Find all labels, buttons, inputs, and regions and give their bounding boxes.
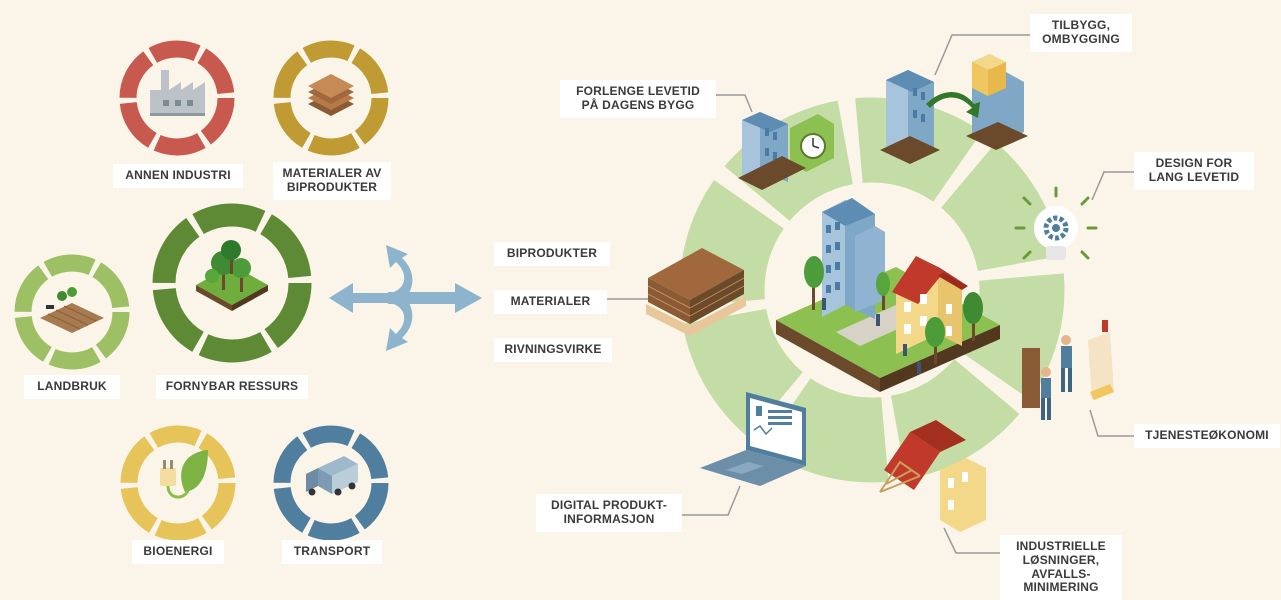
cycle-landbruk bbox=[14, 254, 130, 370]
label-biprodukter-text: BIPRODUKTER bbox=[506, 246, 598, 260]
leader-lines bbox=[680, 34, 1134, 554]
laptop-icon bbox=[700, 392, 806, 486]
label-materialer-av-biprodukter-line2: BIPRODUKTER bbox=[286, 179, 378, 194]
label-design-line1: DESIGN FOR bbox=[1155, 156, 1233, 170]
plug-leaf-icon bbox=[160, 450, 208, 499]
circular-ring bbox=[679, 97, 1065, 483]
label-landbruk: LANDBRUK bbox=[24, 375, 120, 399]
label-forlenge-levetid: FORLENGE LEVETID PÅ DAGENS BYGG bbox=[560, 80, 716, 118]
label-annen-industri: ANNEN INDUSTRI bbox=[113, 164, 243, 188]
label-industrielle-line3: AVFALLS- bbox=[1031, 566, 1091, 581]
cycle-annen-industri bbox=[119, 40, 235, 156]
factory-icon bbox=[150, 70, 205, 116]
label-landbruk-text: LANDBRUK bbox=[37, 379, 107, 393]
label-forlenge-line2: PÅ DAGENS BYGG bbox=[581, 97, 695, 112]
cycle-materialer-av-biprodukter bbox=[273, 40, 389, 156]
label-industrielle-losninger: INDUSTRIELLE LØSNINGER, AVFALLS- MINIMER… bbox=[1000, 535, 1122, 600]
label-tilbygg-line1: TILBYGG, bbox=[1051, 18, 1111, 32]
label-bioenergi: BIOENERGI bbox=[132, 540, 224, 564]
city-block-icon bbox=[776, 198, 1000, 392]
label-tilbygg-line2: OMBYGGING bbox=[1042, 31, 1120, 46]
timber-pallet-icon bbox=[646, 248, 746, 336]
label-materialer: MATERIALER bbox=[494, 290, 607, 314]
label-digital-produktinformasjon: DIGITAL PRODUKT- INFORMASJON bbox=[536, 494, 682, 532]
label-industrielle-line4: MINIMERING bbox=[1023, 580, 1099, 595]
cycle-bioenergi bbox=[120, 425, 236, 541]
label-digital-line2: INFORMASJON bbox=[563, 511, 655, 526]
truck-icon bbox=[306, 456, 358, 496]
stacked-boards-icon bbox=[308, 74, 354, 116]
label-tjenesteokonomi: TJENESTEØKONOMI bbox=[1134, 424, 1280, 448]
label-tjenesteokonomi-text: TJENESTEØKONOMI bbox=[1145, 428, 1269, 442]
label-industrielle-line1: INDUSTRIELLE bbox=[1016, 539, 1106, 553]
extension-building-icon bbox=[880, 54, 1028, 164]
lightbulb-gear-icon bbox=[1014, 186, 1098, 260]
workers-icon bbox=[1022, 320, 1114, 420]
forest-icon bbox=[196, 240, 268, 311]
label-fornybar-ressurs: FORNYBAR RESSURS bbox=[156, 375, 308, 399]
label-rivningsvirke: RIVNINGSVIRKE bbox=[494, 338, 612, 362]
label-bioenergi-text: BIOENERGI bbox=[143, 544, 213, 558]
label-fornybar-ressurs-text: FORNYBAR RESSURS bbox=[165, 379, 299, 393]
label-materialer-text: MATERIALER bbox=[510, 294, 591, 308]
label-materialer-av-biprodukter: MATERIALER AV BIPRODUKTER bbox=[273, 162, 391, 200]
cycle-fornybar-ressurs bbox=[152, 203, 312, 363]
label-forlenge-line1: FORLENGE LEVETID bbox=[576, 84, 700, 98]
cycle-transport bbox=[273, 425, 389, 541]
label-industrielle-line2: LØSNINGER, bbox=[1022, 552, 1100, 567]
label-tilbygg-ombygging: TILBYGG, OMBYGGING bbox=[1030, 14, 1132, 52]
label-transport-text: TRANSPORT bbox=[293, 544, 371, 558]
label-design-line2: LANG LEVETID bbox=[1148, 169, 1240, 184]
label-design-for-lang-levetid: DESIGN FOR LANG LEVETID bbox=[1134, 152, 1254, 190]
flow-arrow bbox=[329, 245, 482, 351]
label-digital-line1: DIGITAL PRODUKT- bbox=[550, 498, 668, 512]
label-rivningsvirke-text: RIVNINGSVIRKE bbox=[504, 342, 602, 356]
label-annen-industri-text: ANNEN INDUSTRI bbox=[125, 168, 231, 182]
buildings-clock-icon bbox=[738, 112, 834, 190]
house-frame-icon bbox=[879, 420, 986, 532]
label-biprodukter: BIPRODUKTER bbox=[494, 242, 610, 266]
farm-field-icon bbox=[40, 287, 104, 333]
label-materialer-av-biprodukter-line1: MATERIALER AV bbox=[282, 166, 382, 180]
label-transport: TRANSPORT bbox=[282, 540, 382, 564]
